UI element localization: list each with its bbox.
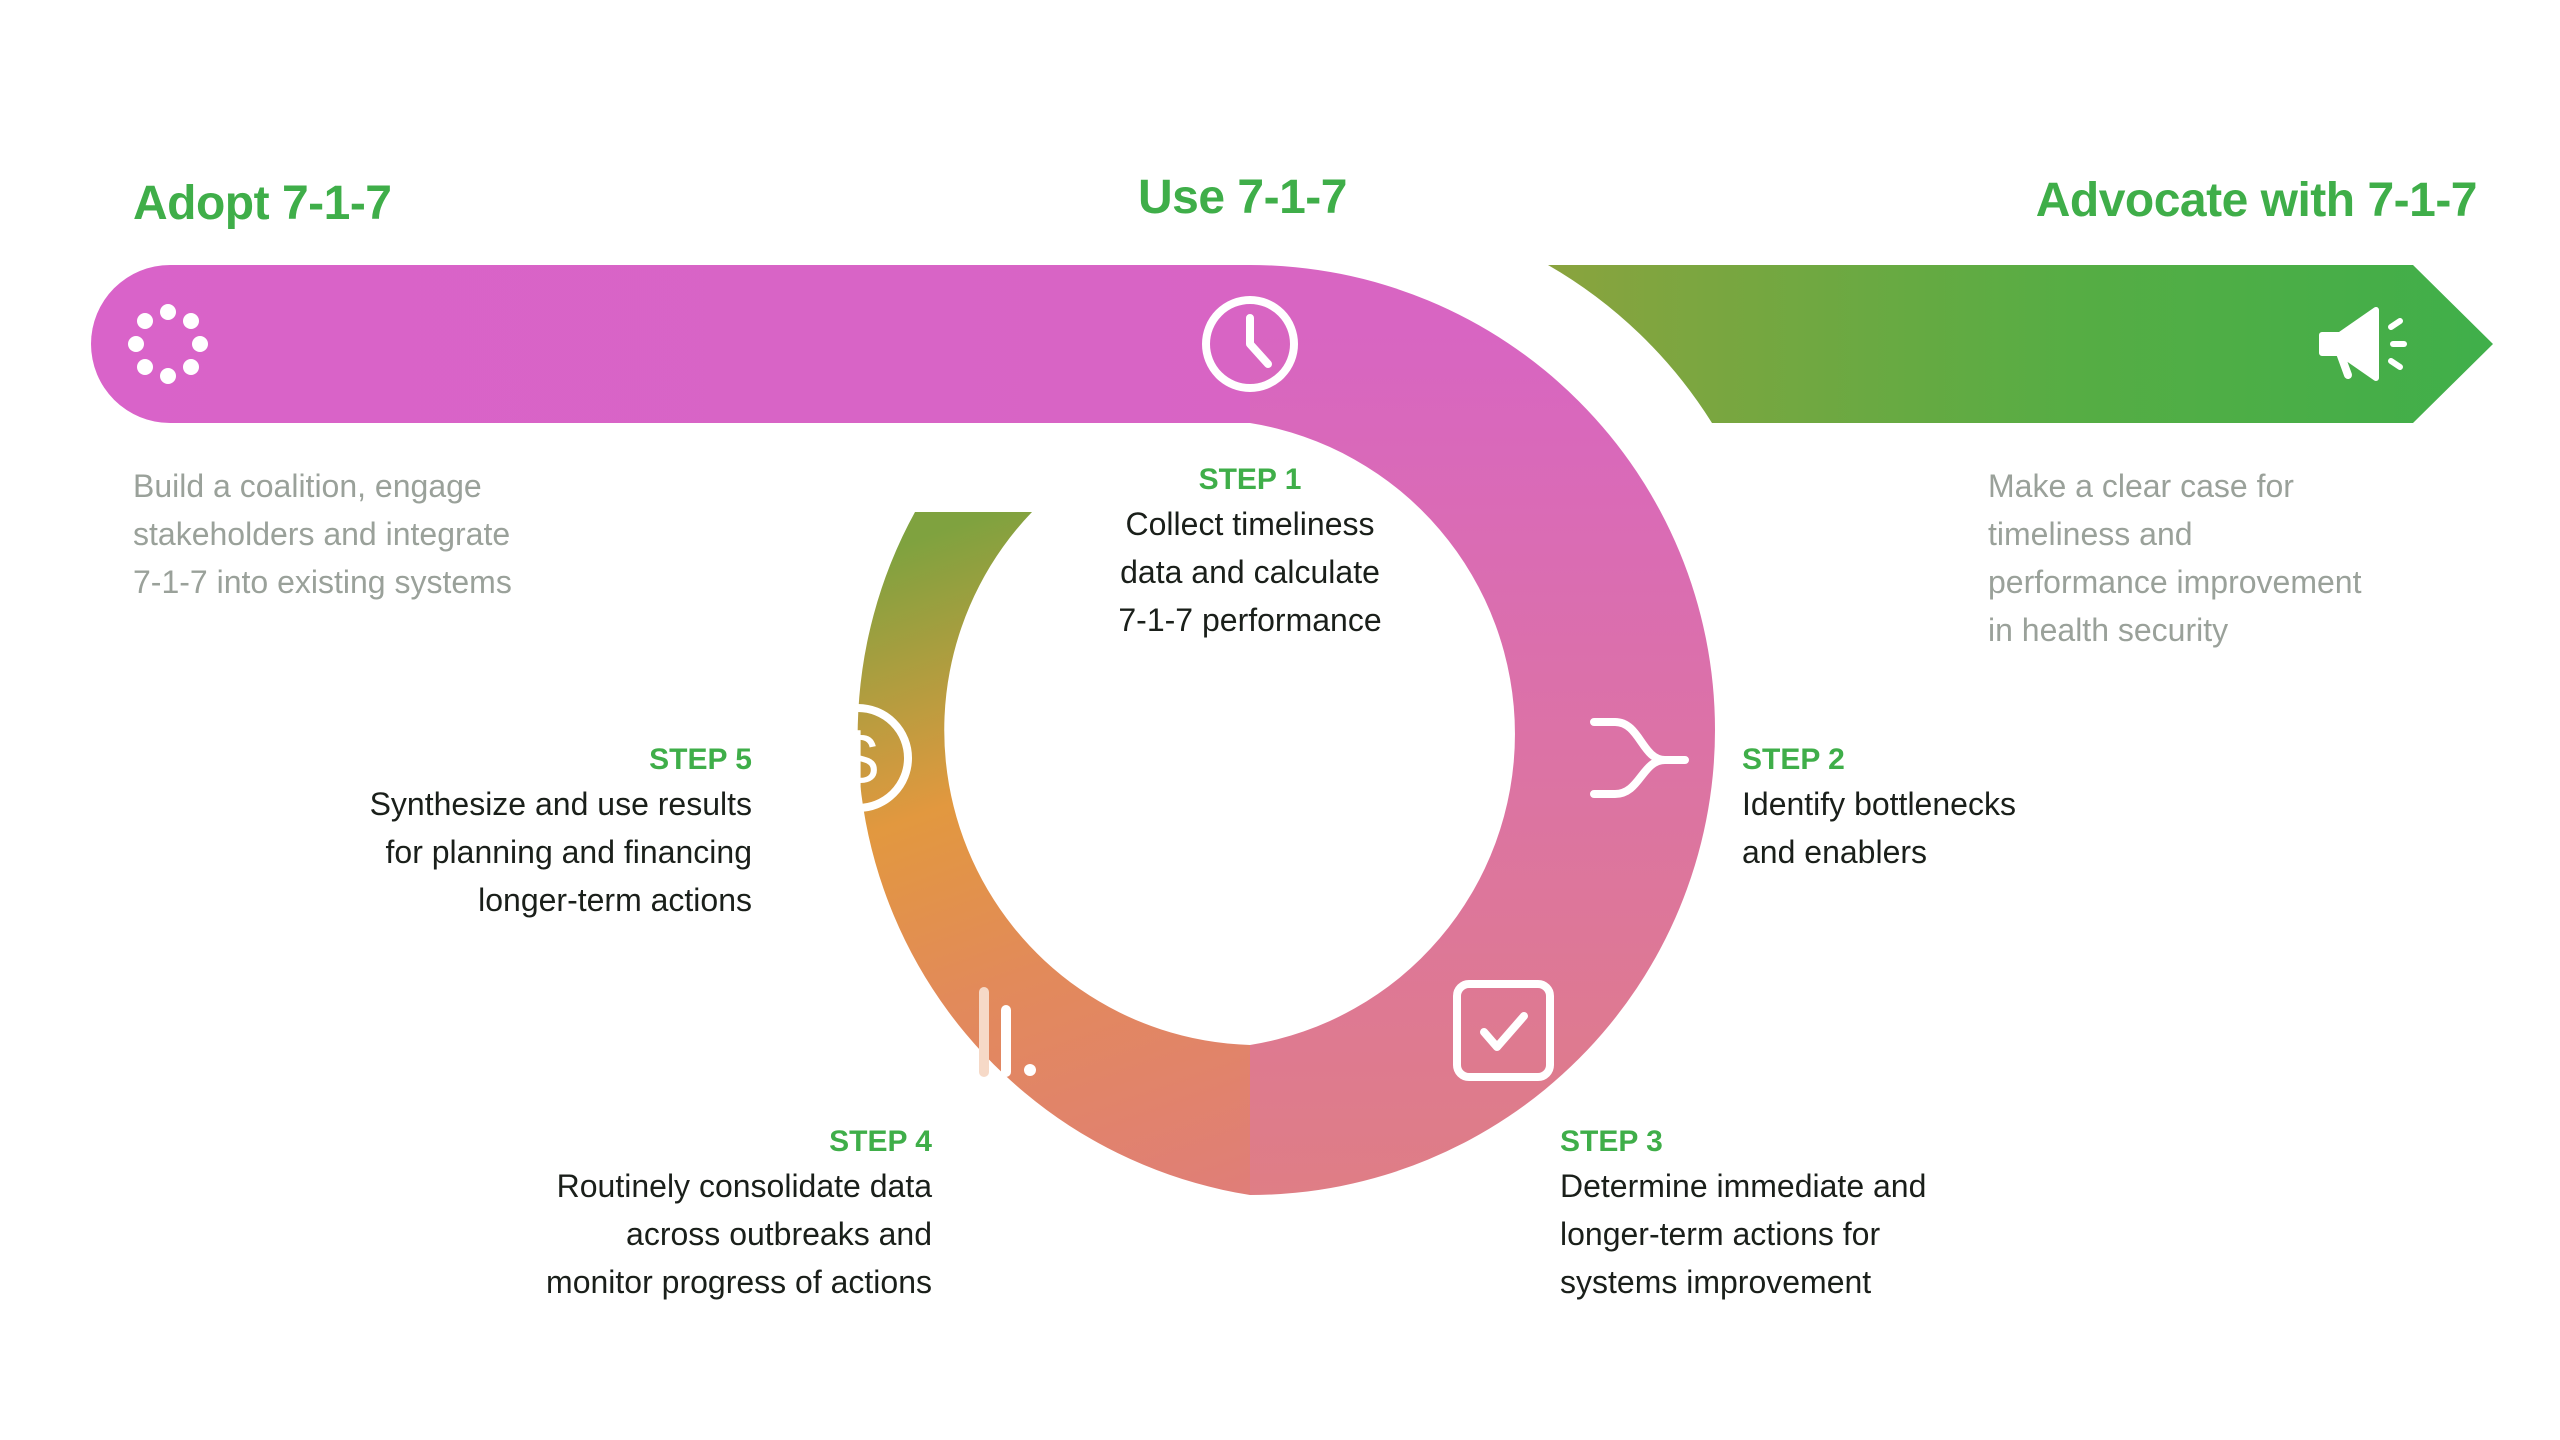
step-4-line: Routinely consolidate data — [556, 1168, 932, 1204]
advocate-description-line: Make a clear case for — [1988, 468, 2294, 504]
dots-circle-icon — [128, 304, 208, 384]
step-2: STEP 2 Identify bottlenecks and enablers — [1742, 740, 2016, 876]
step-4-line: monitor progress of actions — [546, 1264, 932, 1300]
step-4-description: Routinely consolidate data across outbre… — [546, 1162, 932, 1306]
use-heading: Use 7-1-7 — [1138, 171, 1347, 224]
advocate-description-line: performance improvement — [1988, 564, 2362, 600]
step-5-line: for planning and financing — [385, 834, 753, 870]
dollar-glyph: $ — [838, 720, 878, 800]
advocate-arrow — [1548, 265, 2493, 423]
step-3-line: Determine immediate and — [1560, 1168, 1927, 1204]
step-2-line: Identify bottlenecks — [1742, 786, 2016, 822]
advocate-heading: Advocate with 7-1-7 — [2035, 174, 2478, 227]
adopt-band — [91, 265, 1250, 423]
megaphone-icon — [2319, 307, 2407, 381]
advocate-description-line: in health security — [1988, 612, 2229, 648]
merge-arrows-icon — [1590, 718, 1689, 798]
advocate-description: Make a clear case for timeliness and per… — [1988, 462, 2361, 654]
step-2-line: and enablers — [1742, 834, 1928, 870]
dollar-icon: $ — [804, 704, 912, 812]
step-4-line: across outbreaks and — [626, 1216, 932, 1252]
step-3-line: systems improvement — [1560, 1264, 1872, 1300]
step-1-description: Collect timeliness data and calculate 7-… — [1050, 500, 1450, 644]
adopt-description-line: stakeholders and integrate — [133, 516, 511, 552]
step-2-label: STEP 2 — [1742, 743, 1845, 776]
ring-right-segment — [1250, 265, 1715, 1195]
step-5-label: STEP 5 — [649, 743, 752, 776]
checkbox-icon — [1453, 980, 1554, 1081]
adopt-description-line: 7-1-7 into existing systems — [133, 564, 512, 600]
step-5-description: Synthesize and use results for planning … — [370, 780, 752, 924]
bar-chart-icon — [957, 987, 1036, 1077]
step-2-description: Identify bottlenecks and enablers — [1742, 780, 2016, 876]
step-1-line: 7-1-7 performance — [1118, 602, 1382, 638]
advocate-description-line: timeliness and — [1988, 516, 2193, 552]
step-4-label: STEP 4 — [829, 1125, 932, 1158]
step-1: STEP 1 Collect timeliness data and calcu… — [1050, 460, 1450, 644]
step-4: STEP 4 Routinely consolidate data across… — [546, 1122, 932, 1306]
step-5-line: Synthesize and use results — [369, 786, 752, 822]
step-3-label: STEP 3 — [1560, 1125, 1663, 1158]
step-3-description: Determine immediate and longer-term acti… — [1560, 1162, 1926, 1306]
step-5: STEP 5 Synthesize and use results for pl… — [370, 740, 752, 924]
adopt-description: Build a coalition, engage stakeholders a… — [133, 462, 512, 606]
step-3: STEP 3 Determine immediate and longer-te… — [1560, 1122, 1926, 1306]
adopt-description-line: Build a coalition, engage — [133, 468, 482, 504]
step-1-line: Collect timeliness — [1125, 506, 1375, 542]
step-5-line: longer-term actions — [478, 882, 752, 918]
clock-icon — [1202, 296, 1298, 392]
ring-left-segment — [857, 512, 1250, 1195]
step-1-line: data and calculate — [1120, 554, 1380, 590]
adopt-heading: Adopt 7-1-7 — [133, 177, 392, 230]
step-1-label: STEP 1 — [1198, 463, 1302, 496]
step-3-line: longer-term actions for — [1560, 1216, 1881, 1252]
